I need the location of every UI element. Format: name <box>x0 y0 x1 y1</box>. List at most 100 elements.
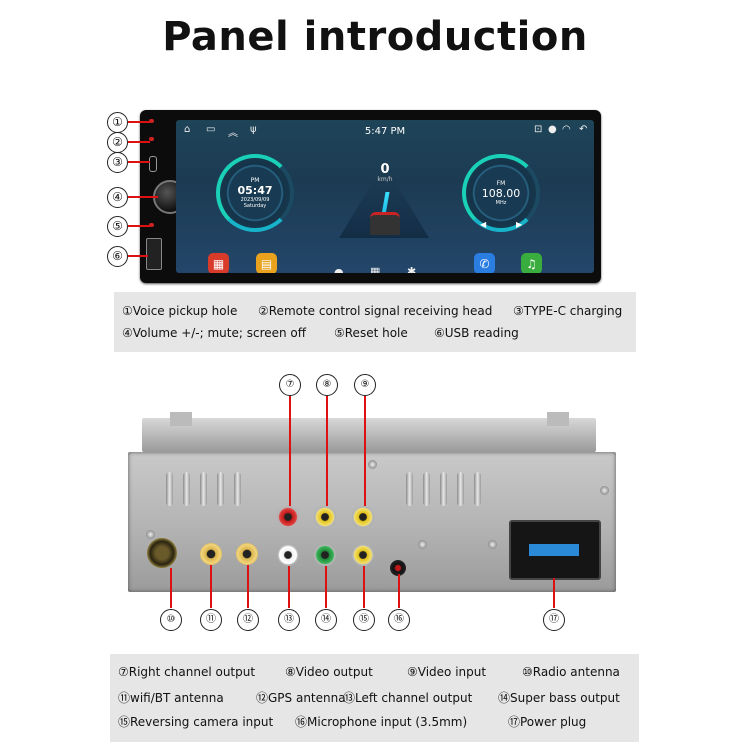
front-caption-6: ⑥USB reading <box>434 326 519 340</box>
back-caption-11: ⑪wifi/BT antenna <box>118 691 224 705</box>
back-lead-7 <box>289 396 291 506</box>
music-app-icon[interactable]: ♫ <box>521 253 542 273</box>
back-lead-9 <box>364 396 366 506</box>
collapse-icon[interactable]: ︽ <box>228 128 238 139</box>
front-lead-2 <box>128 141 150 143</box>
screw <box>488 540 497 549</box>
clock-period: PM <box>250 177 260 184</box>
back-caption-9: ⑨Video input <box>407 665 487 679</box>
front-lead-4 <box>128 196 158 198</box>
front-label-4: ④ <box>107 187 128 208</box>
back-label-16: ⑯ <box>388 609 410 631</box>
phone-app-icon[interactable]: ✆ <box>474 253 495 273</box>
front-label-3: ③ <box>107 152 128 173</box>
vent-slot <box>457 472 464 506</box>
radio-unit: MHz <box>495 200 507 206</box>
back-caption-10: ⑩Radio antenna <box>522 665 620 679</box>
back-caption-box: ⑦Right channel output ⑧Video output ⑨Vid… <box>110 654 639 742</box>
clock-day: Saturday <box>243 203 267 209</box>
speed-value: 0 <box>380 162 390 177</box>
back-caption-7: ⑦Right channel output <box>118 665 256 679</box>
back-caption-15: ⑮Reversing camera input <box>118 715 274 729</box>
back-lead-14 <box>325 566 327 608</box>
wifi-icon: ◠ <box>562 124 571 135</box>
left-channel-port <box>277 544 299 566</box>
back-caption-8: ⑧Video output <box>285 665 373 679</box>
front-label-2: ② <box>107 132 128 153</box>
video-input-port <box>352 506 374 528</box>
wifi-bt-antenna-port <box>200 543 222 565</box>
back-lead-16 <box>398 574 400 608</box>
clock-date: 2023/09/09 <box>240 197 270 203</box>
video-app-icon[interactable]: ▦ <box>208 253 229 273</box>
back-icon[interactable]: ↶ <box>579 124 588 135</box>
back-label-12: ⑫ <box>237 609 259 631</box>
front-caption-4: ④Volume +/-; mute; screen off <box>122 326 307 340</box>
reversing-camera-port <box>352 544 374 566</box>
back-label-7: ⑦ <box>279 374 301 396</box>
back-lead-10 <box>170 568 172 608</box>
vent-slot <box>200 472 207 506</box>
reset-hole[interactable] <box>149 223 154 227</box>
front-lead-5 <box>128 225 150 227</box>
back-lead-8 <box>326 396 328 506</box>
front-label-6: ⑥ <box>107 246 128 267</box>
vent-slot <box>183 472 190 506</box>
back-lead-17 <box>553 578 555 608</box>
back-lead-13 <box>288 566 290 608</box>
radio-app-icon[interactable]: ▤ <box>256 253 277 273</box>
front-caption-1: ①Voice pickup hole <box>122 304 238 318</box>
back-caption-13: ⑬Left channel output <box>343 691 473 705</box>
front-caption-3: ③TYPE-C charging <box>513 304 623 318</box>
page-title: Panel introduction <box>162 14 588 60</box>
front-caption-5: ⑤Reset hole <box>334 326 408 340</box>
screw <box>146 530 155 539</box>
video-output-port <box>314 506 336 528</box>
clock-widget[interactable]: PM 05:47 2023/09/09 Saturday <box>216 154 294 232</box>
back-label-9: ⑨ <box>354 374 376 396</box>
cast-icon[interactable]: ⊡ <box>534 124 543 135</box>
radio-widget[interactable]: FM 108.00 MHz <box>462 154 540 232</box>
location-icon: ● <box>548 124 557 135</box>
front-caption-box: ①Voice pickup hole ②Remote control signa… <box>114 292 636 352</box>
home-icon[interactable]: ⌂ <box>184 124 191 135</box>
clock-time: 05:47 <box>237 184 273 197</box>
front-caption-2: ②Remote control signal receiving head <box>258 304 493 318</box>
chassis-top <box>142 412 596 452</box>
front-lead-6 <box>128 255 148 257</box>
remote-receiver <box>149 137 154 141</box>
usb-status-icon: ψ <box>250 124 257 135</box>
recent-apps-icon[interactable]: ▭ <box>206 124 216 135</box>
radio-band: FM <box>496 180 506 187</box>
front-lead-1 <box>128 121 150 123</box>
front-label-5: ⑤ <box>107 216 128 237</box>
front-lead-3 <box>128 161 150 163</box>
power-plug-connector <box>509 520 601 580</box>
front-label-1: ① <box>107 112 128 133</box>
next-station-icon[interactable]: ▶ <box>516 220 523 229</box>
back-lead-15 <box>363 566 365 608</box>
voice-pickup-hole <box>149 119 154 123</box>
back-label-15: ⑮ <box>353 609 375 631</box>
vent-slot <box>440 472 447 506</box>
radio-frequency: 108.00 <box>481 187 521 200</box>
apps-grid-icon[interactable]: ▦ <box>370 265 381 273</box>
radio-antenna-port <box>147 538 177 568</box>
head-unit-front: ⌂ ▭ ︽ ψ 5:47 PM ⊡ ● ◠ ↶ 0 km/h PM 05:47 … <box>140 110 601 283</box>
prev-station-icon[interactable]: ◀ <box>480 220 487 229</box>
settings-icon[interactable]: ✱ <box>407 265 417 273</box>
navigation-icon[interactable]: ● <box>334 266 344 273</box>
back-lead-11 <box>210 565 212 608</box>
usb-port <box>146 238 162 270</box>
screw <box>600 486 609 495</box>
super-bass-port <box>314 544 336 566</box>
back-label-8: ⑧ <box>316 374 338 396</box>
back-caption-12: ⑫GPS antenna <box>256 691 346 705</box>
vent-slot <box>234 472 241 506</box>
vent-slot <box>474 472 481 506</box>
back-lead-12 <box>247 565 249 608</box>
connector-clip <box>529 544 579 556</box>
screw <box>418 540 427 549</box>
back-label-14: ⑭ <box>315 609 337 631</box>
vent-slot <box>406 472 413 506</box>
